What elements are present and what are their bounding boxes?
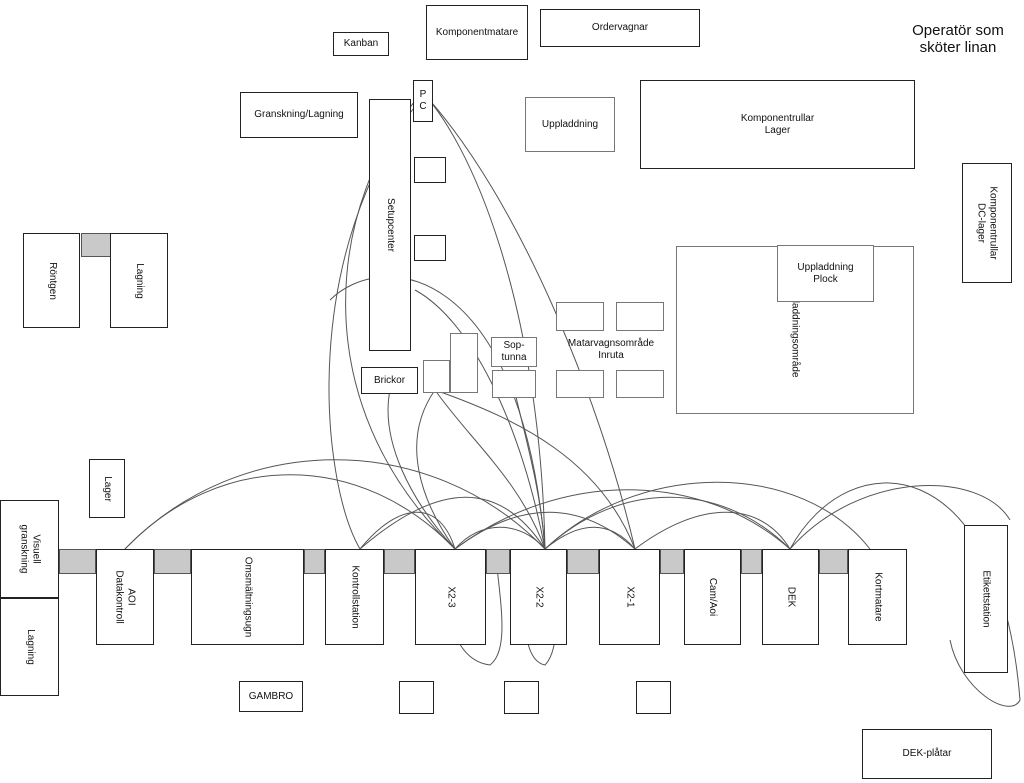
uppladdning-plock-box: Uppladdning Plock [777,245,874,302]
dek-label: DEK [785,586,797,608]
arc [434,389,636,550]
arc [454,526,546,550]
arc [124,459,546,550]
visuell-granskning-label: Visuell granskning [18,524,42,574]
dek-platar-box: DEK-plåtar [862,729,992,779]
matarvagn-slot [556,302,604,331]
small-box [414,157,446,183]
kanban-box: Kanban [333,32,389,56]
matarvagn-slot [492,370,536,398]
x2-3-label: X2-3 [445,586,457,608]
x2-2-box: X2-2 [510,549,567,645]
x2-3-box: X2-3 [415,549,486,645]
small-box [504,681,539,714]
x2-2-label: X2-2 [533,586,545,608]
rontgen-box: Röntgen [23,233,80,328]
kortmatare-box: Kortmatare [848,549,907,645]
arc [454,511,636,550]
cam-aoi-label: Cam/Aoi [707,577,719,617]
matarvagnsomrade-label: Matarvagnsområde Inruta [567,338,655,361]
arc [124,474,456,550]
arc [544,481,871,550]
lagning-bottom-box: Lagning [0,598,59,696]
conveyor [59,549,96,574]
conveyor [819,549,848,574]
matarvagn-slot [616,302,664,331]
conveyor [154,549,191,574]
small-box [423,360,450,393]
komponentrullar-dc-lager-box: Komponentrullar DC-lager [962,163,1012,283]
conveyor [567,549,599,574]
lagning-left-box: Lagning [110,233,168,328]
cam-aoi-box: Cam/Aoi [684,549,741,645]
kortmatare-label: Kortmatare [872,572,884,622]
arc [387,389,456,550]
kontrollstation-box: Kontrollstation [325,549,384,645]
small-box [636,681,671,714]
komponentrullar-dc-lager-label: Komponentrullar DC-lager [976,186,999,260]
operator-label: Operatör som sköter linan [912,22,1004,57]
etikettstation-label: Etikettstation [981,570,993,628]
lagning-left-label: Lagning [134,262,145,299]
setupcenter-label: Setupcenter [385,198,396,252]
arc [329,276,546,550]
aoi-box: AOI Datakontroll [96,549,154,645]
granskning-lagning-box: Granskning/Lagning [240,92,358,138]
omsmaltningsugn-label: Omsmältningsugn [242,556,254,638]
omsmaltningsugn-box: Omsmältningsugn [191,549,304,645]
kontrollstation-label: Kontrollstation [349,565,361,629]
dek-box: DEK [762,549,819,645]
arc [544,496,791,550]
uppladdning-box: Uppladdning [525,97,615,152]
arc [359,511,456,550]
small-box [399,681,434,714]
x2-1-box: X2-1 [599,549,660,645]
small-box [414,235,446,261]
x2-1-label: X2-1 [624,586,636,608]
arc [416,389,456,550]
ordervagnar-box: Ordervagnar [540,9,700,47]
rontgen-label: Röntgen [46,261,58,300]
sop-tunna-box: Sop- tunna [491,337,537,367]
matarvagn-slot [616,370,664,398]
gray-connector [81,233,111,257]
arc [359,496,546,550]
gambro-box: GAMBRO [239,681,303,712]
setupcenter-box: Setupcenter [369,99,411,351]
small-box [450,333,478,393]
arc [634,511,791,550]
lagning-bottom-label: Lagning [24,629,36,665]
komponentrullar-lager-box: Komponentrullar Lager [640,80,915,169]
arc [414,289,546,550]
arc [454,489,791,550]
arc [544,526,636,550]
pc-box: P C [413,80,433,122]
komponentmatare-box: Komponentmatare [426,5,528,60]
conveyor [486,549,510,574]
lager-left-label: Lager [101,475,113,502]
arc [434,389,546,550]
etikettstation-box: Etikettstation [964,525,1008,673]
conveyor [384,549,415,574]
aoi-label: AOI Datakontroll [113,570,137,624]
matarvagn-slot [556,370,604,398]
conveyor [660,549,684,574]
lager-left-box: Lager [89,459,125,518]
conveyor [741,549,762,574]
conveyor [304,549,325,574]
brickor-box: Brickor [361,367,418,394]
visuell-granskning-box: Visuell granskning [0,500,59,598]
